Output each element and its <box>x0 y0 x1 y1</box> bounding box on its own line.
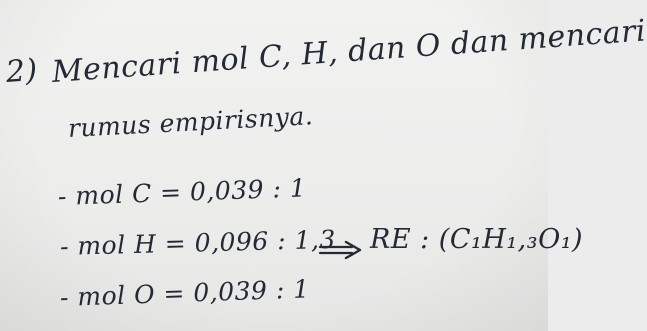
heading-line-1: Mencari mol C, H, dan O dan mencari <box>50 13 647 90</box>
mol-o-line: - mol O = 0,039 : 1 <box>59 274 311 312</box>
mol-h-line: - mol H = 0,096 : 1,3 <box>59 224 337 261</box>
mol-c-line: - mol C = 0,039 : 1 <box>57 173 307 211</box>
empirical-formula-result: RE : (C₁H₁,₃O₁) <box>370 224 584 255</box>
heading-line-2: rumus empirisnya. <box>67 101 314 143</box>
double-arrow-right-icon <box>318 240 362 260</box>
problem-number: 2) <box>4 52 39 90</box>
